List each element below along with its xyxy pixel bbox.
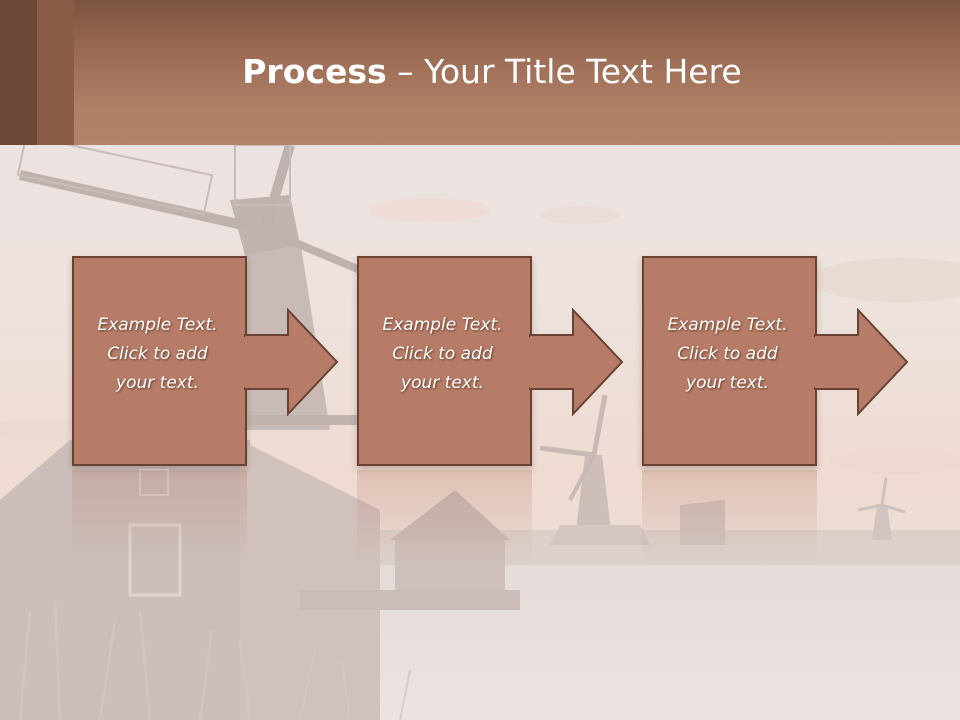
title-bold-text: Process	[242, 52, 387, 91]
title-bar: Process – Your Title Text Here	[0, 0, 960, 145]
step-text[interactable]: Example Text. Click to add your text.	[382, 315, 503, 393]
right-arrow-icon	[814, 308, 909, 416]
header-accent-strip	[0, 0, 37, 145]
right-arrow-icon	[529, 308, 624, 416]
header-accent-strip	[37, 0, 74, 145]
step-reflection	[642, 470, 817, 565]
right-arrow-icon	[244, 308, 339, 416]
step-reflection	[72, 470, 247, 565]
process-step-1[interactable]: Example Text. Click to add your text.	[72, 256, 339, 466]
process-step-2[interactable]: Example Text. Click to add your text.	[357, 256, 624, 466]
process-step-3[interactable]: Example Text. Click to add your text.	[642, 256, 909, 466]
step-reflection	[357, 470, 532, 565]
step-box[interactable]	[642, 256, 817, 466]
slide-title[interactable]: Process – Your Title Text Here	[0, 52, 960, 91]
title-text: – Your Title Text Here	[386, 52, 742, 91]
step-text[interactable]: Example Text. Click to add your text.	[97, 315, 218, 393]
step-text[interactable]: Example Text. Click to add your text.	[667, 315, 788, 393]
